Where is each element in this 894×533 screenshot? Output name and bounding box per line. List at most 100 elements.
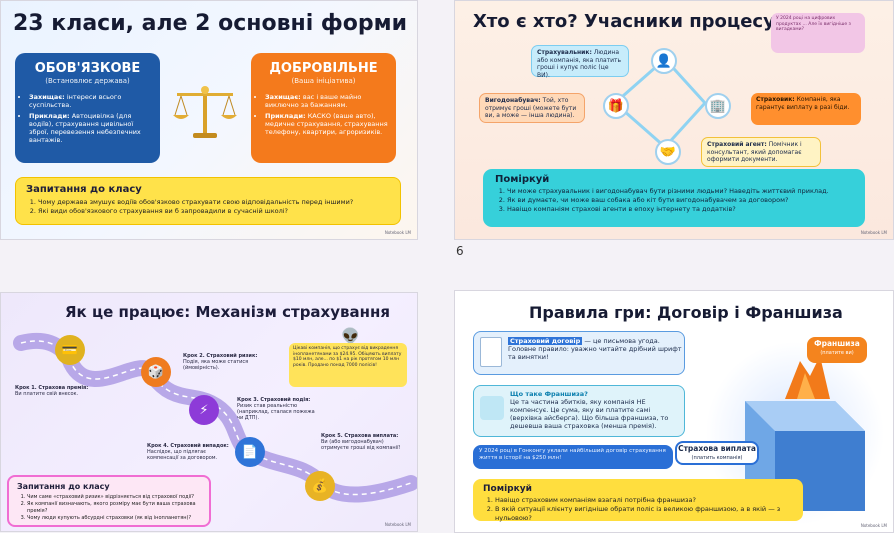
contract-box: Страховий договір — це письмова угода. Г… xyxy=(473,331,685,375)
slide-thumbnail-2[interactable]: Хто є хто? Учасники процесу У 2024 році … xyxy=(454,0,894,240)
step-text: Подія, яка може статися (ймовірність). xyxy=(183,359,249,371)
think-box: Поміркуй Навіщо страховим компаніям взаг… xyxy=(473,479,803,523)
user-icon: 👤 xyxy=(651,48,677,74)
franchise-question: Що таке Франшиза? xyxy=(510,390,588,398)
beneficiary-text: Той, хто отримує гроші (можете бути ви, … xyxy=(485,97,577,119)
bank-icon: 🏢 xyxy=(705,93,731,119)
insurer-box: Страховик: Компанія, яка гарантує виплат… xyxy=(751,93,861,125)
question-item: В якій ситуації клієнту вигідніше обрати… xyxy=(495,505,803,523)
slide-thumbnail-1[interactable]: 23 класи, але 2 основні форми ОБОВ'ЯЗКОВ… xyxy=(0,0,418,240)
document-icon: 📄 xyxy=(235,437,265,467)
questions-title: Запитання до класу xyxy=(17,482,110,491)
lightning-icon: ⚡ xyxy=(189,395,219,425)
insurant-label: Страхувальник: xyxy=(537,49,592,56)
question-item: Чи може страхувальник і вигодонабувач бу… xyxy=(507,187,865,196)
questions-title: Запитання до класу xyxy=(26,184,142,195)
step-5: Крок 5. Страхова виплата:Ви (або вигодон… xyxy=(321,433,409,451)
agent-box: Страховий агент: Помічник і консультант,… xyxy=(701,137,821,167)
examples-label: Приклади: xyxy=(29,112,70,120)
slide-footer: Notebook LM xyxy=(860,230,887,235)
question-item: Які види обов'язкового страхування ви б … xyxy=(38,207,400,216)
think-title: Поміркуй xyxy=(495,174,550,185)
wallet-icon: 💳 xyxy=(55,335,85,365)
fun-fact-box: У 2024 році в Гонконгу уклали найбільший… xyxy=(473,445,673,469)
protects-label: Захищає: xyxy=(29,93,65,101)
contract-label: Страховий договір xyxy=(508,337,583,345)
card-subheading: (Ваша ініціатива) xyxy=(291,77,356,85)
contract-document-icon xyxy=(480,337,502,367)
fun-fact-note: У 2024 році на цифрових продуктах ... Ал… xyxy=(771,13,865,53)
step-label: Крок 4. Страховий випадок: xyxy=(147,443,229,449)
insurer-label: Страховик: xyxy=(756,96,795,103)
examples-label: Приклади: xyxy=(265,112,306,120)
franchise-label: Франшиза xyxy=(814,339,860,348)
step-text: Ви платите свій внесок. xyxy=(15,391,79,397)
step-label: Крок 5. Страхова виплата: xyxy=(321,433,399,439)
protects-text: вас і ваше майно виключно за бажанням. xyxy=(265,93,362,109)
page-number: 6 xyxy=(456,244,464,258)
step-label: Крок 2. Страховий ризик: xyxy=(183,353,258,359)
payout-sub: (платить компанія) xyxy=(691,455,743,461)
voluntary-card: ДОБРОВІЛЬНЕ (Ваша ініціатива) Захищає: в… xyxy=(251,53,396,163)
question-item: Як ви думаєте, чи може ваш собака або кі… xyxy=(507,196,865,205)
ice-cube-icon xyxy=(480,396,504,420)
payout-label: Страхова виплата xyxy=(678,444,756,453)
agent-text: Помічник і консультант, який допомагає о… xyxy=(707,141,802,163)
questions-box: Запитання до класу Чим саме «страховий р… xyxy=(7,475,211,527)
step-text: Ризик став реальністю (наприклад, сталас… xyxy=(237,403,315,421)
step-4: Крок 4. Страховий випадок:Наслідок, що п… xyxy=(147,443,235,461)
slide-title: Хто є хто? Учасники процесу xyxy=(473,11,775,32)
insurer-text: Компанія, яка гарантує виплату в разі бі… xyxy=(756,96,850,111)
fun-fact-box: Цікаві компанія, що страхує від викраден… xyxy=(289,343,407,387)
step-label: Крок 1. Страхова премія: xyxy=(15,385,89,391)
mandatory-card: ОБОВ'ЯЗКОВЕ (Встановлює держава) Захищає… xyxy=(15,53,160,163)
card-subheading: (Встановлює держава) xyxy=(45,77,130,85)
money-icon: 💰 xyxy=(305,471,335,501)
payout-callout: Страхова виплата (платить компанія) xyxy=(675,441,759,465)
examples-text: КАСКО (ваше авто), медичне страхування, … xyxy=(265,112,388,136)
alien-icon: 👽 xyxy=(341,327,360,345)
question-item: Чим саме «страховий ризик» відрізняється… xyxy=(27,494,209,501)
franchise-callout: Франшиза (платите ви) xyxy=(807,337,867,363)
question-item: Чому держава змушує водіїв обов'язково с… xyxy=(38,198,400,207)
protects-label: Захищає: xyxy=(265,93,301,101)
slide-footer: Notebook LM xyxy=(384,522,411,527)
step-3: Крок 3. Страховий подія:Ризик став реаль… xyxy=(237,397,317,421)
card-heading: ОБОВ'ЯЗКОВЕ xyxy=(34,61,141,76)
slide-title: Як це працює: Механізм страхування xyxy=(65,303,390,321)
contract-text: — це письмова угода. Головне правило: ув… xyxy=(508,337,682,361)
question-item: Чому люди купують абсурдні страховки (як… xyxy=(27,515,209,522)
question-item: Навіщо страховим компаніям взагалі потрі… xyxy=(495,496,803,505)
question-item: Навіщо компаніям страхові агенти в епоху… xyxy=(507,205,865,214)
step-text: Наслідок, що підлягає компенсації за дог… xyxy=(147,449,218,461)
slide-footer: Notebook LM xyxy=(384,230,411,235)
insurant-text: Людина або компанія, яка платить гроші і… xyxy=(537,49,622,79)
step-text: Ви (або вигодонабувач) отримуєте гроші в… xyxy=(321,439,401,451)
step-label: Крок 3. Страховий подія: xyxy=(237,397,311,403)
franchise-sub: (платите ви) xyxy=(820,350,854,356)
agent-label: Страховий агент: xyxy=(707,141,767,148)
think-box: Поміркуй Чи може страхувальник і вигодон… xyxy=(483,169,865,227)
questions-box: Запитання до класу Чому держава змушує в… xyxy=(15,177,401,225)
franchise-info-box: Що таке Франшиза? Це та частина збитків,… xyxy=(473,385,685,437)
dice-icon: 🎲 xyxy=(141,357,171,387)
scales-icon xyxy=(169,81,241,141)
step-1: Крок 1. Страхова премія:Ви платите свій … xyxy=(15,385,95,397)
protects-text: інтереси всього суспільства. xyxy=(29,93,122,109)
handshake-icon: 🤝 xyxy=(655,139,681,165)
slide-thumbnail-3[interactable]: Як це працює: Механізм страхування 💳 Кро… xyxy=(0,292,418,532)
slide-title: Правила гри: Договір і Франшиза xyxy=(529,303,843,322)
step-2: Крок 2. Страховий ризик:Подія, яка може … xyxy=(183,353,275,371)
insurant-box: Страхувальник: Людина або компанія, яка … xyxy=(531,45,629,79)
gift-icon: 🎁 xyxy=(603,93,629,119)
beneficiary-box: Вигодонабувач: Той, хто отримує гроші (м… xyxy=(479,93,585,123)
examples-text: Автоцивілка (для водіїв), страхування ци… xyxy=(29,112,141,144)
card-heading: ДОБРОВІЛЬНЕ xyxy=(269,61,378,76)
slide-title: 23 класи, але 2 основні форми xyxy=(13,11,408,36)
franchise-text: Це та частина збитків, яку компанія НЕ к… xyxy=(510,398,669,430)
think-title: Поміркуй xyxy=(483,484,532,494)
slide-footer: Notebook LM xyxy=(860,523,887,528)
slide-thumbnail-4[interactable]: Правила гри: Договір і Франшиза Страхови… xyxy=(454,290,894,533)
question-item: Як компанії визначають, якого розміру ма… xyxy=(27,501,209,515)
beneficiary-label: Вигодонабувач: xyxy=(485,97,541,104)
